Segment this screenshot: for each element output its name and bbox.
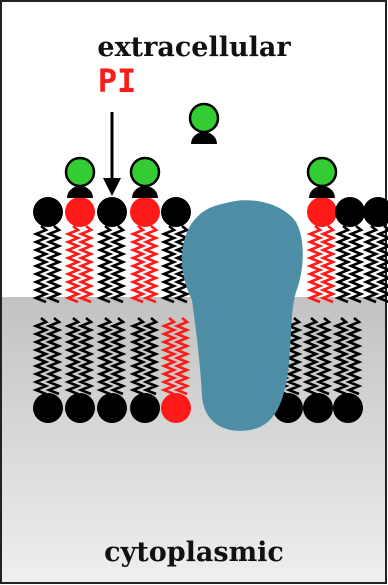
lipid-headgroup-upper xyxy=(33,197,63,227)
lipid-tail-lower xyxy=(129,316,160,396)
lipid-tail-lower xyxy=(332,316,363,396)
lipid-headgroup-lower xyxy=(130,393,160,423)
pi-lipid-tail-lower xyxy=(160,316,191,396)
anchored-ligand xyxy=(64,156,96,198)
lipid-headgroup-upper xyxy=(363,197,388,227)
membrane-protein xyxy=(181,200,303,431)
lipid-tail-upper xyxy=(96,224,127,304)
lipid-tail-lower xyxy=(64,316,95,396)
lipid-heads xyxy=(33,156,388,423)
pi-label: PI xyxy=(98,62,137,100)
pi-headgroup-lower xyxy=(161,393,191,423)
lipid-tail-upper xyxy=(334,224,365,304)
lipid-tail-lower xyxy=(96,316,127,396)
pi-headgroup-upper xyxy=(307,197,337,227)
released-ligand-body xyxy=(188,102,220,144)
cytoplasmic-region xyxy=(1,297,386,583)
lipid-headgroup-upper xyxy=(161,197,191,227)
lipid-headgroup-upper xyxy=(97,197,127,227)
released-ligand xyxy=(188,102,220,144)
lipid-headgroup-upper xyxy=(335,197,365,227)
lipid-tail-lower xyxy=(32,316,63,396)
lipid-headgroup-lower xyxy=(333,393,363,423)
pi-headgroup-upper xyxy=(65,197,95,227)
lipid-headgroup-lower xyxy=(303,393,333,423)
extracellular-label: extracellular xyxy=(97,32,291,63)
pi-lipid-tail-upper xyxy=(129,224,160,304)
cytoplasmic-label: cytoplasmic xyxy=(104,537,284,568)
lipid-tail-upper xyxy=(362,224,388,304)
pi-lipid-tail-upper xyxy=(64,224,95,304)
anchored-ligand xyxy=(306,156,338,198)
lipid-tails xyxy=(32,224,388,396)
lipid-headgroup-lower xyxy=(33,393,63,423)
pi-lipid-tail-upper xyxy=(306,224,337,304)
lipid-headgroup-lower xyxy=(97,393,127,423)
lipid-tail-upper xyxy=(32,224,63,304)
pi-arrow xyxy=(103,112,121,196)
anchored-ligand xyxy=(129,156,161,198)
pi-headgroup-upper xyxy=(130,197,160,227)
lipid-tail-lower xyxy=(302,316,333,396)
lipid-headgroup-lower xyxy=(65,393,95,423)
